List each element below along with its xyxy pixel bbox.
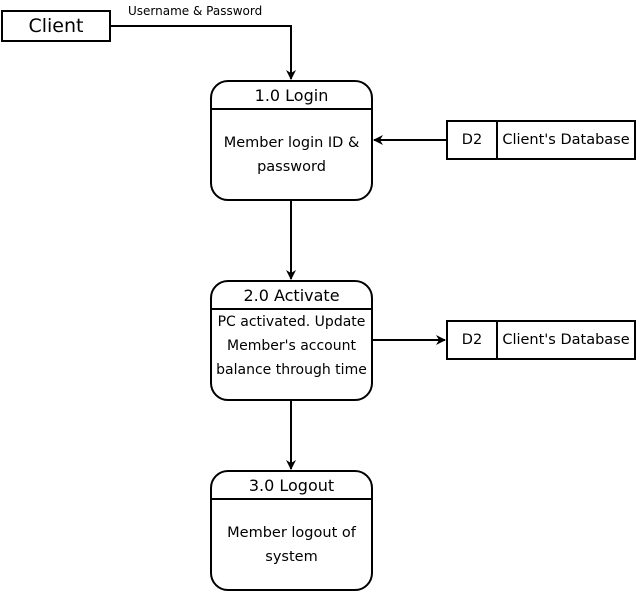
data-store-clients-database-1: D2 Client's Database: [446, 120, 636, 160]
flow-client-to-login: [111, 25, 296, 80]
external-entity-client: Client: [1, 10, 111, 42]
process-description: Member logout of system: [227, 524, 356, 565]
data-store-name: Client's Database: [502, 332, 630, 348]
flow-label-username-password: Username & Password: [128, 4, 263, 18]
process-description: Member login ID & password: [223, 134, 360, 175]
process-login: 1.0 Login Member login ID & password: [210, 80, 373, 201]
process-logout: 3.0 Logout Member logout of system: [210, 470, 373, 591]
data-store-name: Client's Database: [502, 132, 630, 148]
process-title: 3.0 Logout: [212, 472, 371, 500]
data-store-id: D2: [448, 122, 498, 158]
data-store-clients-database-2: D2 Client's Database: [446, 320, 636, 360]
external-entity-label: Client: [28, 15, 84, 37]
process-activate: 2.0 Activate PC activated. Update Member…: [210, 280, 373, 401]
process-title: 2.0 Activate: [212, 282, 371, 310]
process-title: 1.0 Login: [212, 82, 371, 110]
data-store-id: D2: [448, 322, 498, 358]
process-description: PC activated. Update Member's account ba…: [216, 314, 367, 378]
